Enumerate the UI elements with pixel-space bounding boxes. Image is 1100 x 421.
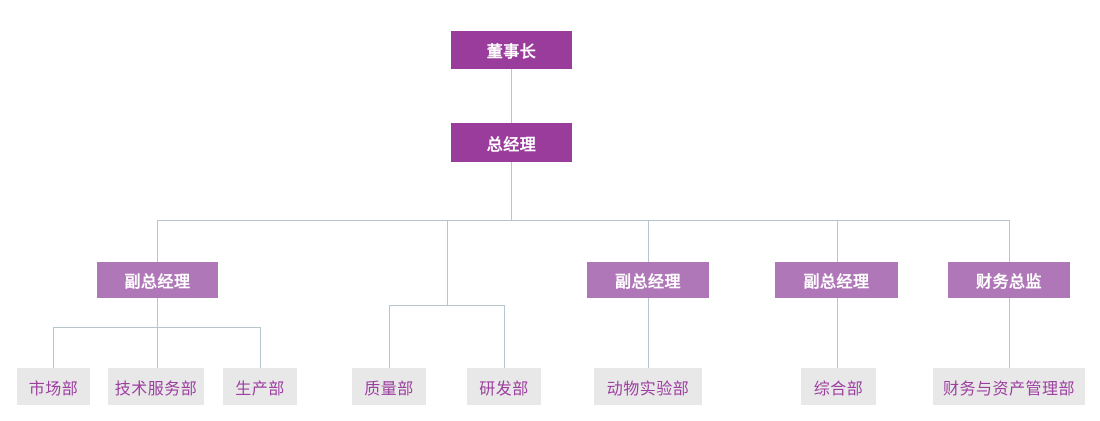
node-deputy-gm-3: 副总经理 <box>775 262 898 298</box>
connector-drop-quality <box>389 305 390 368</box>
connector-deputy-gm-1-down <box>157 298 158 368</box>
node-finance-asset-dept: 财务与资产管理部 <box>933 368 1085 405</box>
connector-mid-horizontal <box>389 305 504 306</box>
node-quality-dept: 质量部 <box>352 368 426 405</box>
node-animal-lab-dept: 动物实验部 <box>594 368 702 405</box>
connector-drop-finance-asset <box>1009 298 1010 368</box>
node-general-manager: 总经理 <box>451 123 572 162</box>
connector-left-horizontal <box>53 327 260 328</box>
connector-drop-deputy-gm-1 <box>157 220 158 262</box>
node-rnd-dept: 研发部 <box>467 368 541 405</box>
node-tech-service-dept: 技术服务部 <box>108 368 204 405</box>
connector-drop-deputy-gm-2 <box>648 220 649 262</box>
connector-drop-rnd <box>504 305 505 368</box>
node-production-dept: 生产部 <box>223 368 297 405</box>
node-deputy-gm-2: 副总经理 <box>587 262 709 298</box>
node-general-affairs-dept: 综合部 <box>801 368 876 405</box>
connector-main-horizontal <box>157 220 1010 221</box>
connector-chairman-gm <box>511 69 512 123</box>
node-chairman: 董事长 <box>451 31 572 69</box>
node-deputy-gm-1: 副总经理 <box>97 262 218 298</box>
node-marketing-dept: 市场部 <box>17 368 90 405</box>
node-finance-director: 财务总监 <box>948 262 1070 298</box>
connector-drop-marketing <box>53 327 54 368</box>
connector-drop-deputy-gm-3 <box>837 220 838 262</box>
connector-drop-production <box>260 327 261 368</box>
connector-drop-general-affairs <box>837 298 838 368</box>
connector-drop-animal-lab <box>648 298 649 368</box>
connector-gm-down <box>511 162 512 220</box>
connector-drop-cfo <box>1009 220 1010 262</box>
connector-drop-mid-branch <box>447 220 448 305</box>
